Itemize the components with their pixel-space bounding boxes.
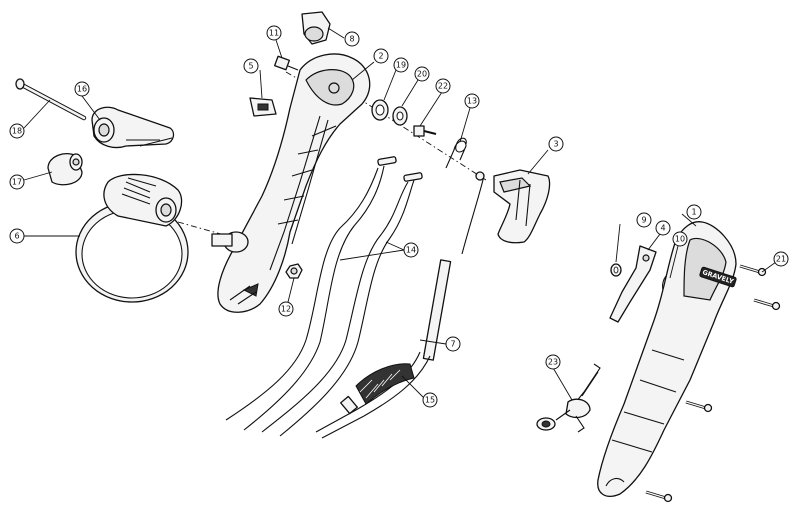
svg-text:2: 2 [378, 52, 383, 61]
callout-9: 9 [636, 212, 652, 228]
part-19-washer [371, 99, 389, 121]
screw-a [739, 264, 767, 277]
part-11-screw [274, 55, 299, 71]
part-6-clamp-ring [75, 173, 189, 303]
callout-10: 10 [672, 231, 688, 247]
svg-text:5: 5 [248, 62, 253, 71]
callout-20: 20 [414, 66, 430, 82]
part-8-clip [301, 11, 331, 45]
svg-text:3: 3 [553, 140, 558, 149]
callout-14: 14 [403, 242, 419, 258]
callout-2: 2 [373, 48, 389, 64]
part-1-handle-cover: GRAVELY [597, 221, 737, 497]
brand-plate [699, 266, 737, 288]
svg-text:14: 14 [406, 246, 416, 255]
callout-12: 12 [278, 301, 294, 317]
screw-b [753, 298, 781, 311]
part-3-trigger [493, 169, 551, 244]
callout-3: 3 [548, 136, 564, 152]
callout-23: 23 [545, 354, 561, 370]
part-7-cable [315, 171, 485, 439]
part-18-pin [15, 78, 87, 121]
svg-text:9: 9 [641, 216, 646, 225]
svg-text:7: 7 [450, 340, 455, 349]
part-9-ring [610, 263, 622, 277]
callout-16: 16 [74, 81, 90, 97]
callout-6: 6 [9, 228, 25, 244]
callout-18: 18 [9, 123, 25, 139]
svg-text:8: 8 [349, 35, 354, 44]
callout-13: 13 [464, 93, 480, 109]
svg-text:21: 21 [776, 255, 786, 264]
callout-21: 21 [773, 251, 789, 267]
screw-d [645, 490, 673, 503]
callout-22: 22 [435, 78, 451, 94]
callout-1: 1 [686, 204, 702, 220]
svg-text:20: 20 [417, 70, 427, 79]
part-22-bolt [413, 125, 437, 137]
callout-5: 5 [243, 58, 259, 74]
svg-text:15: 15 [425, 396, 435, 405]
callout-19: 19 [393, 57, 409, 73]
callout-17: 17 [9, 174, 25, 190]
svg-text:22: 22 [438, 82, 448, 91]
svg-text:10: 10 [675, 235, 685, 244]
part-15-sleeve [340, 363, 415, 415]
svg-text:4: 4 [660, 224, 665, 233]
part-21-screws [645, 264, 781, 503]
part-5-switch [249, 97, 277, 117]
svg-text:17: 17 [12, 178, 22, 187]
callout-8: 8 [344, 31, 360, 47]
svg-text:13: 13 [467, 97, 477, 106]
axis-top-hardware [285, 71, 487, 181]
part-12-nut [285, 263, 303, 279]
svg-text:19: 19 [396, 61, 406, 70]
callout-7: 7 [445, 336, 461, 352]
svg-text:12: 12 [281, 305, 291, 314]
svg-text:18: 18 [12, 127, 22, 136]
part-13-spring [445, 137, 467, 169]
svg-text:23: 23 [548, 358, 558, 367]
svg-text:16: 16 [77, 85, 87, 94]
part-2-handle-housing [211, 53, 371, 313]
svg-text:6: 6 [14, 232, 19, 241]
callout-4: 4 [655, 220, 671, 236]
part-16-bracket [91, 106, 175, 149]
part-17-cap [47, 153, 83, 186]
svg-text:1: 1 [691, 208, 696, 217]
callout-11: 11 [266, 25, 282, 41]
svg-text:11: 11 [269, 29, 279, 38]
part-20-washer [392, 106, 408, 126]
part-23-switch-harness [536, 363, 601, 433]
part-4-lever [609, 245, 657, 323]
callout-15: 15 [422, 392, 438, 408]
part-14-wires [225, 156, 423, 437]
screw-c [685, 400, 713, 413]
leader-lines [23, 27, 777, 401]
